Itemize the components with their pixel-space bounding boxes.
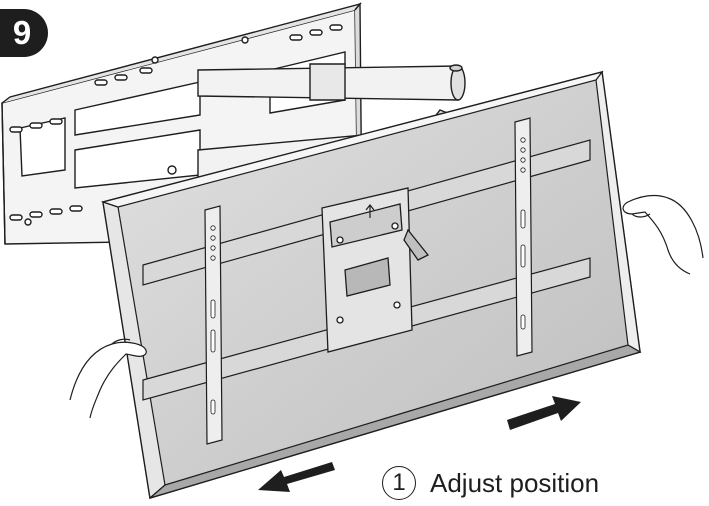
instruction-caption: 1 Adjust position <box>382 463 599 503</box>
tv-panel <box>100 70 642 500</box>
left-hand <box>69 338 147 419</box>
instruction-label: Adjust position <box>430 467 600 498</box>
right-hand <box>622 194 704 275</box>
vesa-mount-plate <box>321 187 430 353</box>
step-number: 9 <box>12 14 32 51</box>
shift-left-arrow <box>258 462 335 492</box>
shift-right-arrow <box>507 396 581 430</box>
step-number-badge: 9 <box>0 9 48 57</box>
instruction-index: 1 <box>382 466 416 500</box>
